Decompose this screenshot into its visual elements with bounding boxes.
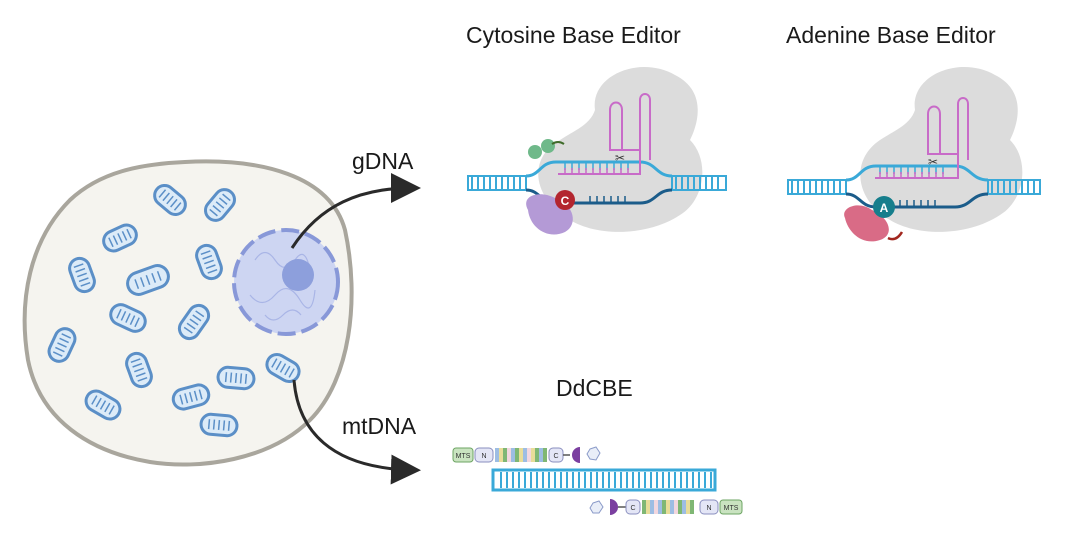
ddda-half bbox=[572, 447, 580, 463]
ugi-pentagon bbox=[586, 446, 601, 461]
mitochondrion bbox=[204, 188, 236, 222]
abe-illustration: ✂ A bbox=[787, 67, 1041, 242]
mitochondrion bbox=[199, 412, 239, 438]
n-terminus bbox=[474, 447, 494, 463]
mitochondrion bbox=[265, 353, 301, 383]
mitochondrion bbox=[171, 383, 211, 411]
mtdna-arrow bbox=[292, 379, 421, 485]
mts-tag bbox=[719, 499, 743, 515]
mitochondrion bbox=[216, 365, 256, 391]
mitochondrion bbox=[84, 389, 122, 421]
mitochondrion bbox=[177, 303, 211, 341]
nucleolus bbox=[282, 259, 314, 291]
mitochondrion bbox=[195, 243, 223, 281]
mitochondrion bbox=[68, 256, 96, 294]
mtdna-label: mtDNA bbox=[342, 413, 417, 439]
cytosine-letter: C bbox=[561, 194, 570, 208]
mitochondria-group bbox=[47, 184, 301, 438]
cas9-protein bbox=[860, 67, 1023, 232]
svg-text:C: C bbox=[553, 453, 558, 460]
ddda-half bbox=[610, 499, 618, 515]
mitochondrion bbox=[153, 184, 187, 216]
svg-text:MTS: MTS bbox=[724, 505, 739, 512]
mts-tag bbox=[452, 447, 474, 463]
cytosine-badge bbox=[555, 190, 575, 210]
mitochondrion bbox=[126, 264, 170, 296]
cbe-title: Cytosine Base Editor bbox=[466, 22, 681, 48]
tale-repeats bbox=[642, 500, 694, 514]
adenine-badge bbox=[873, 196, 895, 218]
mitochondrion bbox=[102, 223, 138, 253]
mitochondrion bbox=[109, 303, 147, 333]
svg-text:MTS: MTS bbox=[456, 453, 471, 460]
abe-title: Adenine Base Editor bbox=[786, 22, 996, 48]
ddcbe-illustration: MTS N C C bbox=[452, 446, 743, 515]
scissors-icon: ✂ bbox=[615, 151, 625, 165]
tale-repeats bbox=[495, 448, 547, 462]
svg-text:C: C bbox=[630, 505, 635, 512]
c-terminus bbox=[625, 499, 641, 515]
svg-text:N: N bbox=[481, 453, 486, 460]
nucleus bbox=[232, 228, 340, 336]
svg-text:N: N bbox=[706, 505, 711, 512]
mitochondrion bbox=[125, 351, 153, 389]
mitochondrion bbox=[47, 327, 77, 363]
cbe-illustration: ✂ C bbox=[467, 67, 727, 235]
ddcbe-title: DdCBE bbox=[556, 375, 633, 401]
scissors-icon: ✂ bbox=[928, 155, 938, 169]
ugi-pentagon bbox=[589, 500, 604, 514]
ugi-domain bbox=[528, 145, 542, 159]
ddcbe-bottom-tale: C N MTS bbox=[589, 499, 743, 515]
gdna-arrow bbox=[290, 173, 421, 249]
gdna-label: gDNA bbox=[352, 148, 414, 174]
n-terminus bbox=[699, 499, 719, 515]
ddcbe-top-tale: MTS N C bbox=[452, 446, 601, 463]
adenine-letter: A bbox=[880, 201, 889, 215]
